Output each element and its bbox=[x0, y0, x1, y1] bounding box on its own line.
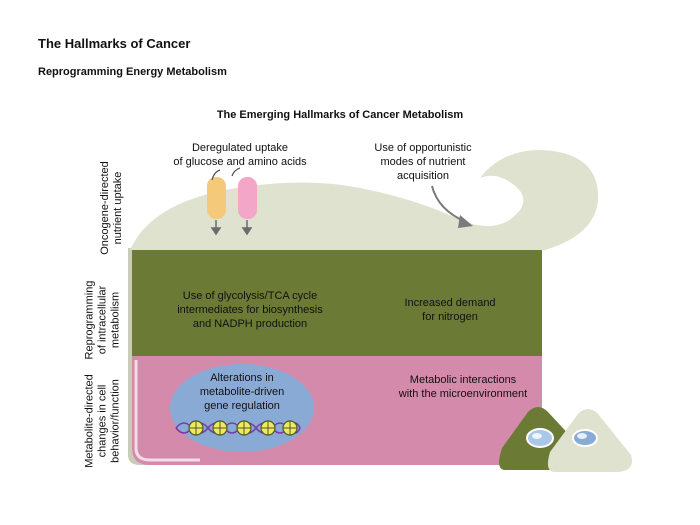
figure-title: The Emerging Hallmarks of Cancer Metabol… bbox=[216, 109, 464, 121]
nucleosome-icon bbox=[282, 420, 298, 436]
nucleosome-icon bbox=[236, 420, 252, 436]
page-subtitle: Reprogramming Energy Metabolism bbox=[38, 66, 227, 78]
nucleosome-icon bbox=[212, 420, 228, 436]
opportunistic-acquisition-label: Use of opportunistic modes of nutrient a… bbox=[374, 142, 472, 182]
amino-acid-transporter-icon bbox=[238, 177, 257, 219]
glycolysis-tca-label: Use of glycolysis/TCA cycle intermediate… bbox=[177, 290, 323, 330]
side-label-nutrient-uptake: Oncogene-directed nutrient uptake bbox=[99, 161, 124, 255]
page-title: The Hallmarks of Cancer bbox=[38, 36, 191, 51]
amino-pointer bbox=[231, 167, 241, 177]
opportunistic-arrowhead-icon bbox=[458, 215, 473, 228]
middle-layer bbox=[132, 250, 542, 356]
glucose-arrowhead-icon bbox=[210, 227, 222, 236]
side-label-intracellular-metabolism: Reprogramming of intracellular metabolis… bbox=[83, 280, 122, 360]
stromal-cell-light-icon bbox=[547, 409, 632, 472]
nucleosome-icon bbox=[188, 420, 204, 436]
nitrogen-demand-label: Increased demand for nitrogen bbox=[404, 297, 496, 323]
gene-regulation-label: Alterations in metabolite-driven gene re… bbox=[199, 372, 285, 412]
bottom-layer-highlight bbox=[134, 360, 200, 462]
nucleosome-icon bbox=[260, 420, 276, 436]
glucose-transporter-icon bbox=[207, 177, 226, 219]
side-label-cell-behavior: Metabolite-directed changes in cell beha… bbox=[83, 374, 122, 468]
microenvironment-label: Metabolic interactions with the microenv… bbox=[398, 374, 528, 400]
glucose-amino-uptake-label: Deregulated uptake of glucose and amino … bbox=[173, 142, 307, 168]
nucleosome-group bbox=[188, 420, 298, 436]
amino-arrowhead-icon bbox=[241, 227, 253, 236]
glucose-pointer bbox=[211, 169, 221, 181]
